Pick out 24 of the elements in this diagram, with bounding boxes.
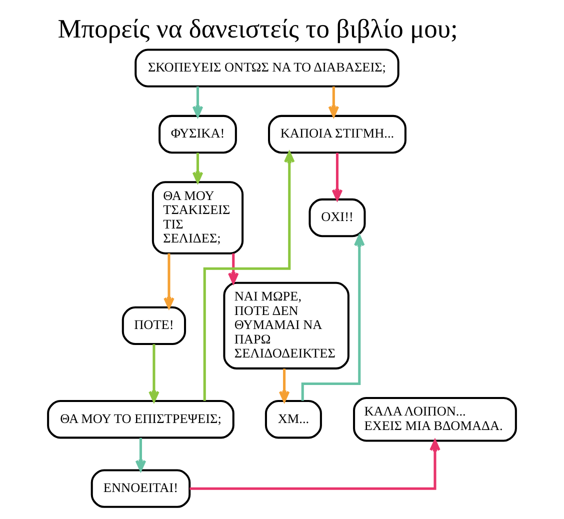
node-box: ΧΜ... [264,400,322,439]
node-box: ΣΚΟΠΕΥΕΙΣ ΟΝΤΩΣ ΝΑ ΤΟ ΔΙΑΒΑΣΕΙΣ; [134,48,400,88]
arrow [190,440,440,490]
node-box: ΟΧΙ!! [308,198,366,238]
node-box: ΠΟΤΕ! [122,306,186,346]
node-box: ΦΥΣΙΚΑ! [158,114,237,154]
arrow [278,368,290,402]
node-box: ΚΑΠΟΙΑ ΣΤΙΓΜΗ... [268,114,406,154]
arrow [203,151,295,401]
node-box: ΘΑ ΜΟΥ ΤΟ ΕΠΙΣΤΡΕΨΕΙΣ; [47,400,234,439]
node-box: ΕΝΝΟΕΙΤΑΙ! [90,469,191,508]
arrow [192,86,204,118]
arrow [228,253,239,284]
node-box: ΝΑΙ ΜΩΡΕ, ΠΟΤΕ ΔΕΝ ΘΥΜΑΜΑΙ ΝΑ ΠΑΡΩ ΣΕΛΙΔΟΔΕΙΚΤΕΣ [223,282,350,370]
arrow [148,344,160,402]
arrow [164,253,174,309]
arrow [301,234,365,401]
arrow [328,86,340,118]
arrow [135,438,146,472]
arrow [192,152,204,184]
arrow [332,152,343,201]
diagram-title: Μπορείς να δανειστείς το βιβλίο μου; [58,13,458,44]
node-box: ΚΑΛΑ ΛΟΙΠΟΝ... ΕΧΕΙΣ ΜΙΑ ΒΔΟΜΑΔΑ. [353,396,517,442]
node-box: ΘΑ ΜΟΥ ΤΣΑΚΙΣΕΙΣ ΤΙΣ ΣΕΛΙΔΕΣ; [152,181,244,254]
